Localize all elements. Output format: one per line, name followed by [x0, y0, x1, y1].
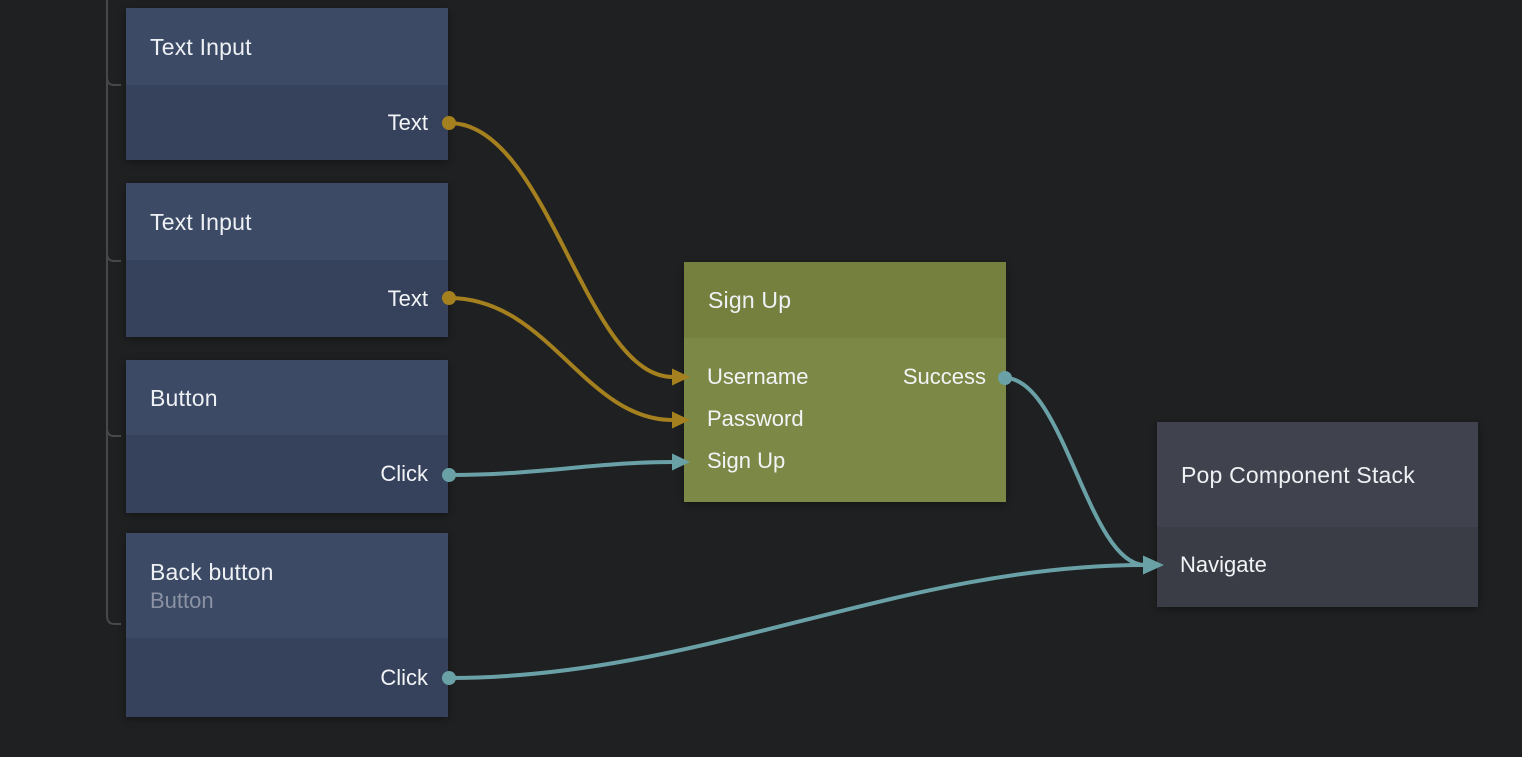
- input-port-row-username[interactable]: Username: [684, 356, 1006, 398]
- input-port-label: Username: [707, 364, 809, 389]
- input-port-row-signup[interactable]: Sign Up: [684, 440, 1006, 482]
- output-port-label: Click: [380, 664, 428, 690]
- node-back-button[interactable]: Back button Button Click: [126, 533, 448, 717]
- output-port-label: Text: [387, 109, 428, 135]
- output-port-row[interactable]: Click: [126, 435, 448, 513]
- input-port-row-password[interactable]: Password: [684, 398, 1006, 440]
- node-header: Text Input: [126, 8, 448, 85]
- hierarchy-branch-text-input-2[interactable]: [106, 252, 121, 262]
- output-port-row[interactable]: Text: [126, 85, 448, 160]
- output-port-row-success[interactable]: Success: [903, 356, 986, 398]
- hierarchy-trunk-line[interactable]: [106, 0, 121, 625]
- edge-button-click-to-signup[interactable]: [447, 460, 675, 477]
- edge-text2-to-password[interactable]: [447, 296, 675, 422]
- node-title: Text Input: [150, 208, 252, 235]
- output-port-row[interactable]: Text: [126, 260, 448, 337]
- node-header: Back button Button: [126, 533, 448, 638]
- input-port-label: Navigate: [1180, 552, 1267, 577]
- hierarchy-branch-text-input-1[interactable]: [106, 76, 121, 86]
- node-header: Button: [126, 360, 448, 435]
- edge-success-to-navigate[interactable]: [1003, 376, 1147, 567]
- node-sign-up[interactable]: Sign Up Username Password Sign Up Succes…: [684, 262, 1006, 502]
- edge-backbutton-click-to-navigate[interactable]: [447, 563, 1147, 680]
- node-body: Username Password Sign Up Success: [684, 338, 1006, 502]
- node-body: Click: [126, 435, 448, 513]
- hierarchy-branch-button[interactable]: [106, 427, 121, 437]
- hierarchy-connection-lines[interactable]: [106, 0, 121, 625]
- output-port-row[interactable]: Click: [126, 638, 448, 717]
- node-button[interactable]: Button Click: [126, 360, 448, 513]
- node-body: Text: [126, 85, 448, 160]
- input-port-label: Sign Up: [707, 448, 786, 473]
- node-body: Click: [126, 638, 448, 717]
- edge-text1-to-username[interactable]: [447, 121, 675, 379]
- output-port-label: Click: [380, 461, 428, 486]
- output-port-label: Text: [387, 285, 428, 311]
- node-text-input-2[interactable]: Text Input Text: [126, 183, 448, 337]
- output-port-label: Success: [902, 364, 986, 389]
- node-subtitle: Button: [150, 587, 214, 613]
- node-title: Back button: [150, 558, 274, 585]
- input-port-label: Password: [707, 406, 804, 431]
- node-header: Sign Up: [684, 262, 1006, 338]
- input-port-row-navigate[interactable]: Navigate: [1157, 544, 1478, 586]
- node-title: Text Input: [150, 33, 252, 60]
- node-title: Button: [150, 384, 218, 411]
- node-title: Pop Component Stack: [1181, 461, 1415, 488]
- node-body: Navigate: [1157, 527, 1478, 607]
- node-title: Sign Up: [708, 287, 792, 313]
- node-header: Text Input: [126, 183, 448, 260]
- node-pop-component-stack[interactable]: Pop Component Stack Navigate: [1157, 422, 1478, 607]
- node-text-input-1[interactable]: Text Input Text: [126, 8, 448, 160]
- node-header: Pop Component Stack: [1157, 422, 1478, 527]
- node-body: Text: [126, 260, 448, 337]
